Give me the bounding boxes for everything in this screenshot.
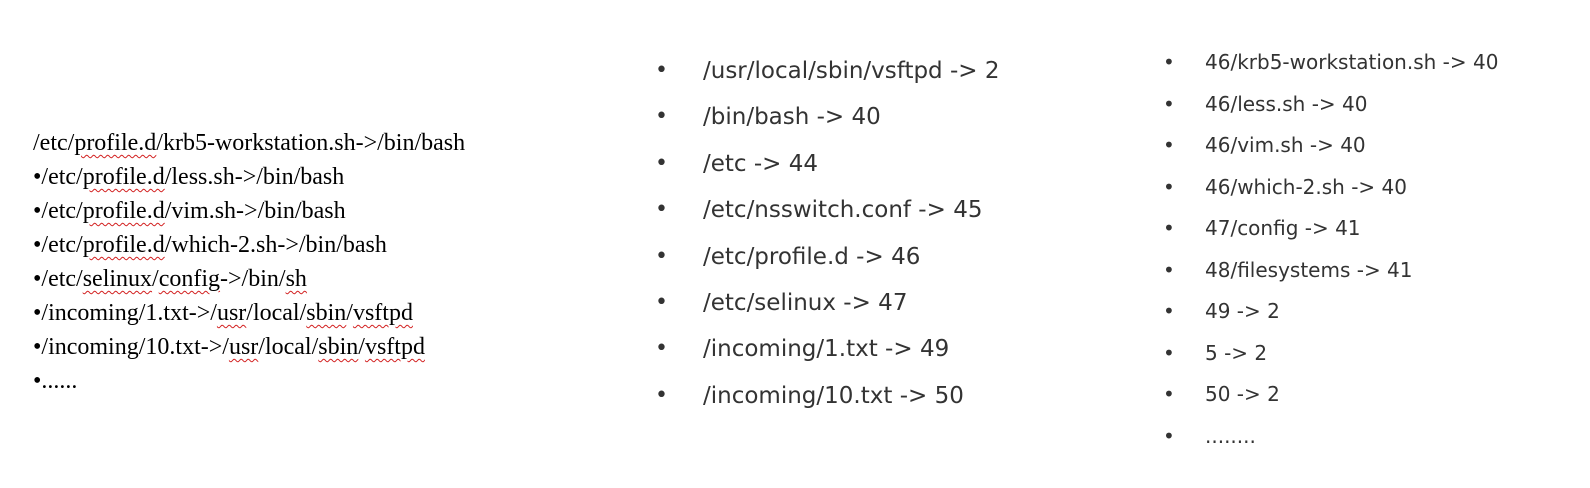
list-item-label: 46/vim.sh -> 40 [1205,133,1366,157]
list-item-label: 47/config -> 41 [1205,216,1361,240]
text-segment: / [152,266,159,292]
text-segment: •/etc/ [33,164,83,190]
bullet-icon: • [655,104,668,130]
misspelled-word: profile.d [82,232,165,258]
list-item: • /etc/nsswitch.conf -> 45 [655,187,999,233]
list-item-label: /etc/profile.d -> 46 [703,243,921,270]
list-item: • 46/which-2.sh -> 40 [1163,167,1498,209]
text-segment: / [346,300,353,326]
bullet-icon: • [655,150,668,176]
text-segment: /local/ [246,300,307,326]
list-item: • 5 -> 2 [1163,333,1498,375]
list-item-label: 5 -> 2 [1205,340,1268,365]
text-segment: •/etc/ [33,232,83,258]
misspelled-word: selinux [82,266,153,292]
list-item: • 46/less.sh -> 40 [1163,84,1498,126]
left-line: •/etc/profile.d/vim.sh->/bin/bash [33,194,465,228]
list-item-label: 46/krb5-workstation.sh -> 40 [1205,50,1499,74]
text-segment: /less.sh->/bin/bash [164,164,345,190]
list-item-label: /etc -> 44 [703,150,819,177]
bullet-icon: • [1163,174,1175,199]
bullet-icon: • [1163,50,1175,74]
list-item-label: /bin/bash -> 40 [703,104,881,131]
left-line: •/etc/profile.d/which-2.sh->/bin/bash [33,228,465,262]
list-item: • 49 -> 2 [1163,291,1498,333]
list-item-label: /etc/nsswitch.conf -> 45 [703,197,983,224]
text-segment: /etc/ [33,130,75,156]
misspelled-word: vsftpd [364,334,425,360]
left-line: •/etc/selinux/config->/bin/sh [33,262,465,296]
misspelled-word: profile.d [74,130,157,156]
bullet-icon: • [1163,382,1175,406]
bullet-icon: • [655,289,668,315]
bullet-icon: • [655,197,668,223]
list-item: • /bin/bash -> 40 [655,94,999,140]
text-segment: /local/ [258,334,319,360]
text-segment: ->/bin/ [220,266,286,292]
bullet-icon: • [1163,340,1175,365]
list-item-label: ........ [1205,423,1256,448]
misspelled-word: usr [228,334,259,360]
text-segment: •/incoming/10.txt->/ [33,334,229,360]
list-item-label: 50 -> 2 [1205,382,1280,406]
text-segment: •/etc/ [33,198,83,224]
list-item-label: 46/less.sh -> 40 [1205,91,1368,116]
text-segment: •/etc/ [33,266,83,292]
list-item: • /usr/local/sbin/vsftpd -> 2 [655,48,999,94]
left-line: •/etc/profile.d/less.sh->/bin/bash [33,160,465,194]
list-item-label: /etc/selinux -> 47 [703,289,908,316]
misspelled-word: profile.d [82,198,165,224]
list-item: • 48/filesystems -> 41 [1163,250,1498,292]
list-item: •........ [1163,416,1498,458]
list-item: • 47/config -> 41 [1163,208,1498,250]
misspelled-word: vsftpd [352,300,413,326]
misspelled-word: sh [285,266,307,292]
left-line: •...... [33,364,465,398]
left-line: •/incoming/1.txt->/usr/local/sbin/vsftpd [33,296,465,330]
bullet-icon: • [1163,91,1175,116]
bullet-icon: • [1163,216,1175,240]
list-item: • /incoming/10.txt -> 50 [655,373,999,419]
list-item-label: 46/which-2.sh -> 40 [1205,174,1407,199]
list-item-label: /usr/local/sbin/vsftpd -> 2 [703,58,1000,84]
list-item: • 50 -> 2 [1163,374,1498,416]
left-text-block: /etc/profile.d/krb5-workstation.sh->/bin… [33,126,465,398]
left-line: •/incoming/10.txt->/usr/local/sbin/vsftp… [33,330,465,364]
misspelled-word: sbin [306,300,347,326]
bullet-icon: • [1163,423,1175,448]
misspelled-word: sbin [318,334,359,360]
list-item: • /incoming/1.txt -> 49 [655,326,999,372]
list-item-label: /incoming/10.txt -> 50 [703,382,964,409]
bullet-icon: • [655,336,668,362]
bullet-icon: • [1163,257,1175,282]
text-segment: /which-2.sh->/bin/bash [164,232,387,258]
misspelled-word: profile.d [82,164,165,190]
bullet-icon: • [655,382,668,408]
text-segment: •...... [33,368,78,394]
misspelled-word: config [158,266,221,292]
list-item-label: /incoming/1.txt -> 49 [703,336,950,363]
text-segment: •/incoming/1.txt->/ [33,300,217,326]
list-item: • /etc -> 44 [655,141,999,187]
list-item-label: 49 -> 2 [1205,299,1280,323]
list-item: • /etc/profile.d -> 46 [655,234,999,280]
bullet-icon: • [1163,299,1175,323]
text-segment: / [358,334,365,360]
list-item: • 46/krb5-workstation.sh -> 40 [1163,42,1498,84]
bullet-icon: • [1163,133,1175,157]
text-segment: /vim.sh->/bin/bash [164,198,346,224]
left-line: /etc/profile.d/krb5-workstation.sh->/bin… [33,126,465,160]
list-item: • 46/vim.sh -> 40 [1163,125,1498,167]
list-item-label: 48/filesystems -> 41 [1205,257,1413,282]
list-item: • /etc/selinux -> 47 [655,280,999,326]
text-segment: /krb5-workstation.sh->/bin/bash [156,130,466,156]
bullet-icon: • [655,243,668,269]
right-bullet-list: • 46/krb5-workstation.sh -> 40 • 46/less.s… [1163,42,1498,457]
bullet-icon: • [655,58,668,83]
misspelled-word: usr [216,300,247,326]
middle-bullet-list: • /usr/local/sbin/vsftpd -> 2 • /bin/bash … [655,48,999,419]
